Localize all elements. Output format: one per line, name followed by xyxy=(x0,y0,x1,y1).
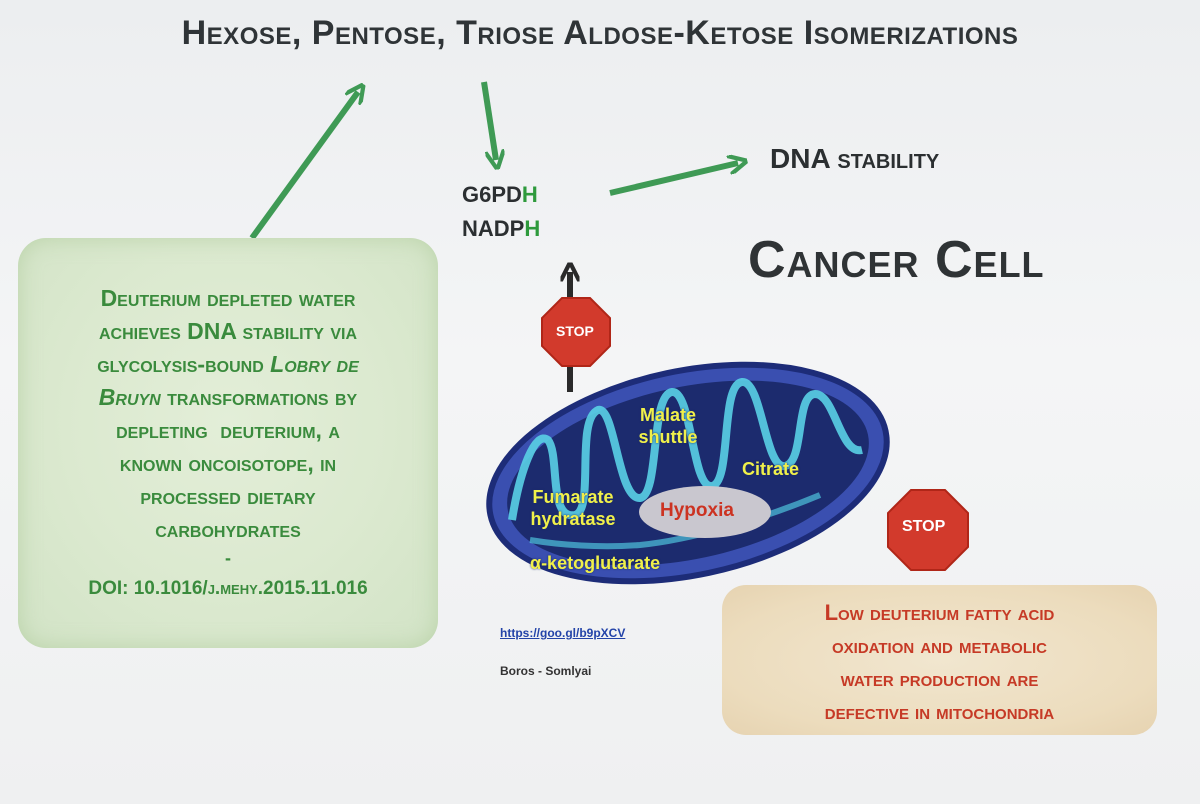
doi-reference: DOI: 10.1016/j.mehy.2015.11.016 xyxy=(88,578,368,599)
right-info-text: Low deuterium fatty acid oxidation and m… xyxy=(722,596,1157,728)
nadph-text: NADP xyxy=(462,216,525,241)
malate-word: Malate xyxy=(639,405,697,425)
fumarate-word: Fumarate xyxy=(532,487,614,507)
right-line-1: Low deuterium fatty acid xyxy=(824,600,1055,625)
left-info-text: Deuterium depleted water achieves DNA st… xyxy=(30,282,426,546)
nadph-h: H xyxy=(524,216,541,241)
enzymes-block: G6PDH NADPH xyxy=(462,178,540,246)
alpha-ketoglutarate-label: α-ketoglutarate xyxy=(530,553,661,573)
g6pdh-text: G6PD xyxy=(462,182,522,207)
diagram-title: Hexose, Pentose, Triose Aldose-Ketose Is… xyxy=(181,14,1019,52)
dna-stability-label: DNA stability xyxy=(770,143,940,174)
right-line-2: oxidation and metabolic xyxy=(832,633,1047,658)
left-line-4b: transformations by xyxy=(160,384,358,410)
malate-shuttle-label: Malate shuttle xyxy=(628,404,708,448)
hydratase-word: hydratase xyxy=(530,509,616,529)
left-line-5: depleting deuterium, a xyxy=(116,417,340,443)
cancer-cell-heading: Cancer Cell xyxy=(748,231,1045,289)
left-line-3b: Lobry de xyxy=(270,351,359,377)
left-separator: - xyxy=(225,548,231,568)
citrate-label: Citrate xyxy=(742,459,800,479)
right-info-box xyxy=(722,585,1157,735)
left-line-2: achieves DNA stability via xyxy=(98,318,358,344)
right-line-3: water production are xyxy=(840,666,1039,691)
right-line-4: defective in mitochondria xyxy=(824,699,1055,724)
shuttle-word: shuttle xyxy=(638,427,698,447)
left-line-7: processed dietary xyxy=(140,483,316,509)
left-line-4a: Bruyn xyxy=(98,384,161,410)
mitochondrion xyxy=(486,361,890,585)
stop-sign-lower xyxy=(887,489,969,571)
g6pdh-h: H xyxy=(521,182,538,207)
stop-label-lower: STOP xyxy=(902,518,946,535)
author-credit: Boros - Somlyai xyxy=(500,664,592,678)
left-info-box xyxy=(18,238,438,648)
stop-label-upper: STOP xyxy=(556,323,594,339)
arrow-to-dna-stability xyxy=(609,163,738,196)
fumarate-hydratase-label: Fumarate hydratase xyxy=(508,486,638,530)
stop-sign-upper xyxy=(541,297,611,367)
arrow-to-isomerizations xyxy=(249,92,358,240)
left-line-1: Deuterium depleted water xyxy=(100,285,356,311)
left-line-8: carbohydrates xyxy=(155,516,301,542)
left-line-3a: glycolysis-bound xyxy=(97,351,271,377)
hypoxia-label: Hypoxia xyxy=(660,500,734,521)
source-link[interactable]: https://goo.gl/b9pXCV xyxy=(500,626,626,640)
left-line-6: known oncoisotope, in xyxy=(119,450,337,476)
arrow-to-g6pdh xyxy=(481,81,496,160)
